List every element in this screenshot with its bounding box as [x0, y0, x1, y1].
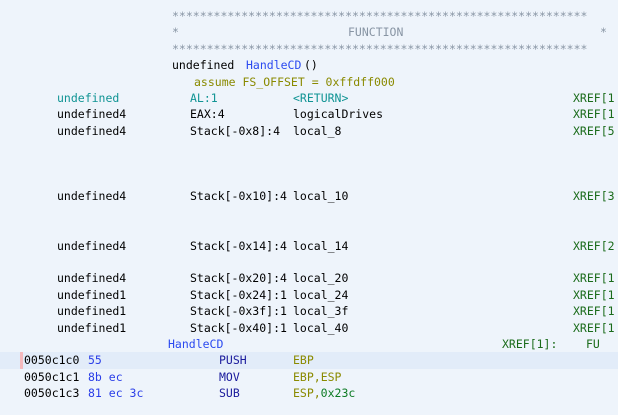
instruction-row[interactable]: 0050c1c0 55 PUSH EBP [0, 352, 618, 369]
variable-type: undefined4 [57, 123, 127, 138]
instruction-mnemonic: MOV [219, 369, 240, 384]
variable-xref: XREF[2 [573, 238, 615, 253]
instruction-operand: EBP [293, 353, 314, 368]
variable-name: local_14 [293, 238, 349, 253]
banner-title-row[interactable]: * FUNCTION * [0, 24, 618, 40]
variable-xref: XREF[1 [573, 304, 615, 319]
signature-return-type: undefined [172, 58, 235, 73]
variable-name: logicalDrives [293, 107, 384, 122]
signature-parens: () [304, 58, 318, 73]
instruction-mnemonic: SUB [219, 386, 240, 401]
assume-row[interactable]: assume FS_OFFSET = 0xffdff000 [0, 74, 618, 90]
variable-row[interactable]: undefined4 EAX:4 logicalDrives XREF[1 [0, 106, 618, 122]
label-xref: XREF[1]: [502, 337, 558, 351]
banner-title-text: FUNCTION [348, 25, 404, 40]
variable-row[interactable]: undefined1 Stack[-0x40]:1 local_40 XREF[1 [0, 320, 618, 336]
variable-type: undefined4 [57, 271, 127, 286]
variable-xref: XREF[1 [573, 91, 615, 105]
variable-name: local_3f [293, 304, 349, 319]
function-signature-row[interactable]: undefined HandleCD() [0, 57, 618, 73]
variable-type: undefined4 [57, 107, 127, 122]
variable-row[interactable]: undefined1 Stack[-0x3f]:1 local_3f XREF[1 [0, 303, 618, 319]
variable-storage: Stack[-0x24]:1 [190, 287, 287, 302]
assume-text: assume FS_OFFSET = 0xffdff000 [194, 74, 395, 89]
variable-storage: Stack[-0x3f]:1 [190, 304, 287, 319]
variable-xref: XREF[1 [573, 320, 615, 335]
instruction-mnemonic: PUSH [219, 353, 247, 368]
instruction-operand: ESP, [293, 386, 321, 401]
instruction-address: 0050c1c0 [24, 353, 80, 368]
variable-storage: Stack[-0x10]:4 [190, 189, 287, 204]
instruction-row[interactable]: 0050c1c3 81 ec 3c SUB ESP,0x23c [0, 385, 618, 401]
instruction-address: 0050c1c1 [24, 369, 80, 384]
variable-row[interactable]: undefined4 Stack[-0x8]:4 local_8 XREF[5 [0, 123, 618, 139]
variable-name: <RETURN> [293, 91, 349, 105]
variable-row[interactable]: undefined4 Stack[-0x10]:4 local_10 XREF[3 [0, 188, 618, 204]
variable-name: local_20 [293, 271, 349, 286]
variable-type: undefined1 [57, 304, 127, 319]
instruction-operand: 0x23c [320, 386, 356, 401]
banner-top-rule[interactable]: ****************************************… [0, 8, 618, 24]
variable-storage: Stack[-0x40]:1 [190, 320, 287, 335]
variable-xref: XREF[1 [573, 271, 615, 286]
variable-storage: EAX:4 [190, 107, 225, 122]
variable-name: local_10 [293, 189, 349, 204]
function-label: HandleCD [168, 337, 224, 351]
instruction-bytes: 8b ec [88, 369, 123, 384]
instruction-bytes: 81 ec 3c [88, 386, 144, 401]
variable-name: local_40 [293, 320, 349, 335]
variable-xref: XREF[1 [573, 107, 615, 122]
banner-rule-text: ****************************************… [172, 41, 588, 56]
variable-type: undefined1 [57, 320, 127, 335]
variable-xref: XREF[3 [573, 189, 615, 204]
variable-type: undefined1 [57, 287, 127, 302]
variable-xref: XREF[1 [573, 287, 615, 302]
cursor-marker [20, 352, 23, 369]
variable-storage: Stack[-0x20]:4 [190, 271, 287, 286]
variable-name: local_24 [293, 287, 349, 302]
variable-storage: Stack[-0x14]:4 [190, 238, 287, 253]
label-xref-extra: FU [586, 337, 600, 351]
variable-type: undefined [57, 91, 120, 105]
variable-xref: XREF[5 [573, 123, 615, 138]
instruction-row[interactable]: 0050c1c1 8b ec MOV EBP,ESP [0, 369, 618, 385]
variable-row[interactable]: undefined1 Stack[-0x24]:1 local_24 XREF[1 [0, 287, 618, 303]
signature-function-name: HandleCD [246, 58, 302, 73]
instruction-bytes: 55 [88, 353, 102, 368]
variable-storage: AL:1 [190, 91, 218, 105]
function-label-row[interactable]: HandleCD XREF[1]: FU [0, 336, 618, 352]
variable-row[interactable]: undefined4 Stack[-0x20]:4 local_20 XREF[1 [0, 270, 618, 286]
instruction-address: 0050c1c3 [24, 386, 80, 401]
banner-left-star: * [172, 25, 179, 40]
instruction-operand: EBP,ESP [293, 369, 342, 384]
banner-rule-text: ****************************************… [172, 9, 588, 23]
variable-storage: Stack[-0x8]:4 [190, 123, 281, 138]
variable-type: undefined4 [57, 189, 127, 204]
variable-type: undefined4 [57, 238, 127, 253]
variable-name: local_8 [293, 123, 342, 138]
banner-right-star: * [600, 25, 607, 40]
variable-row[interactable]: undefined4 Stack[-0x14]:4 local_14 XREF[2 [0, 238, 618, 254]
variable-row[interactable]: undefined AL:1 <RETURN> XREF[1 [0, 90, 618, 106]
banner-bottom-rule[interactable]: ****************************************… [0, 41, 618, 57]
